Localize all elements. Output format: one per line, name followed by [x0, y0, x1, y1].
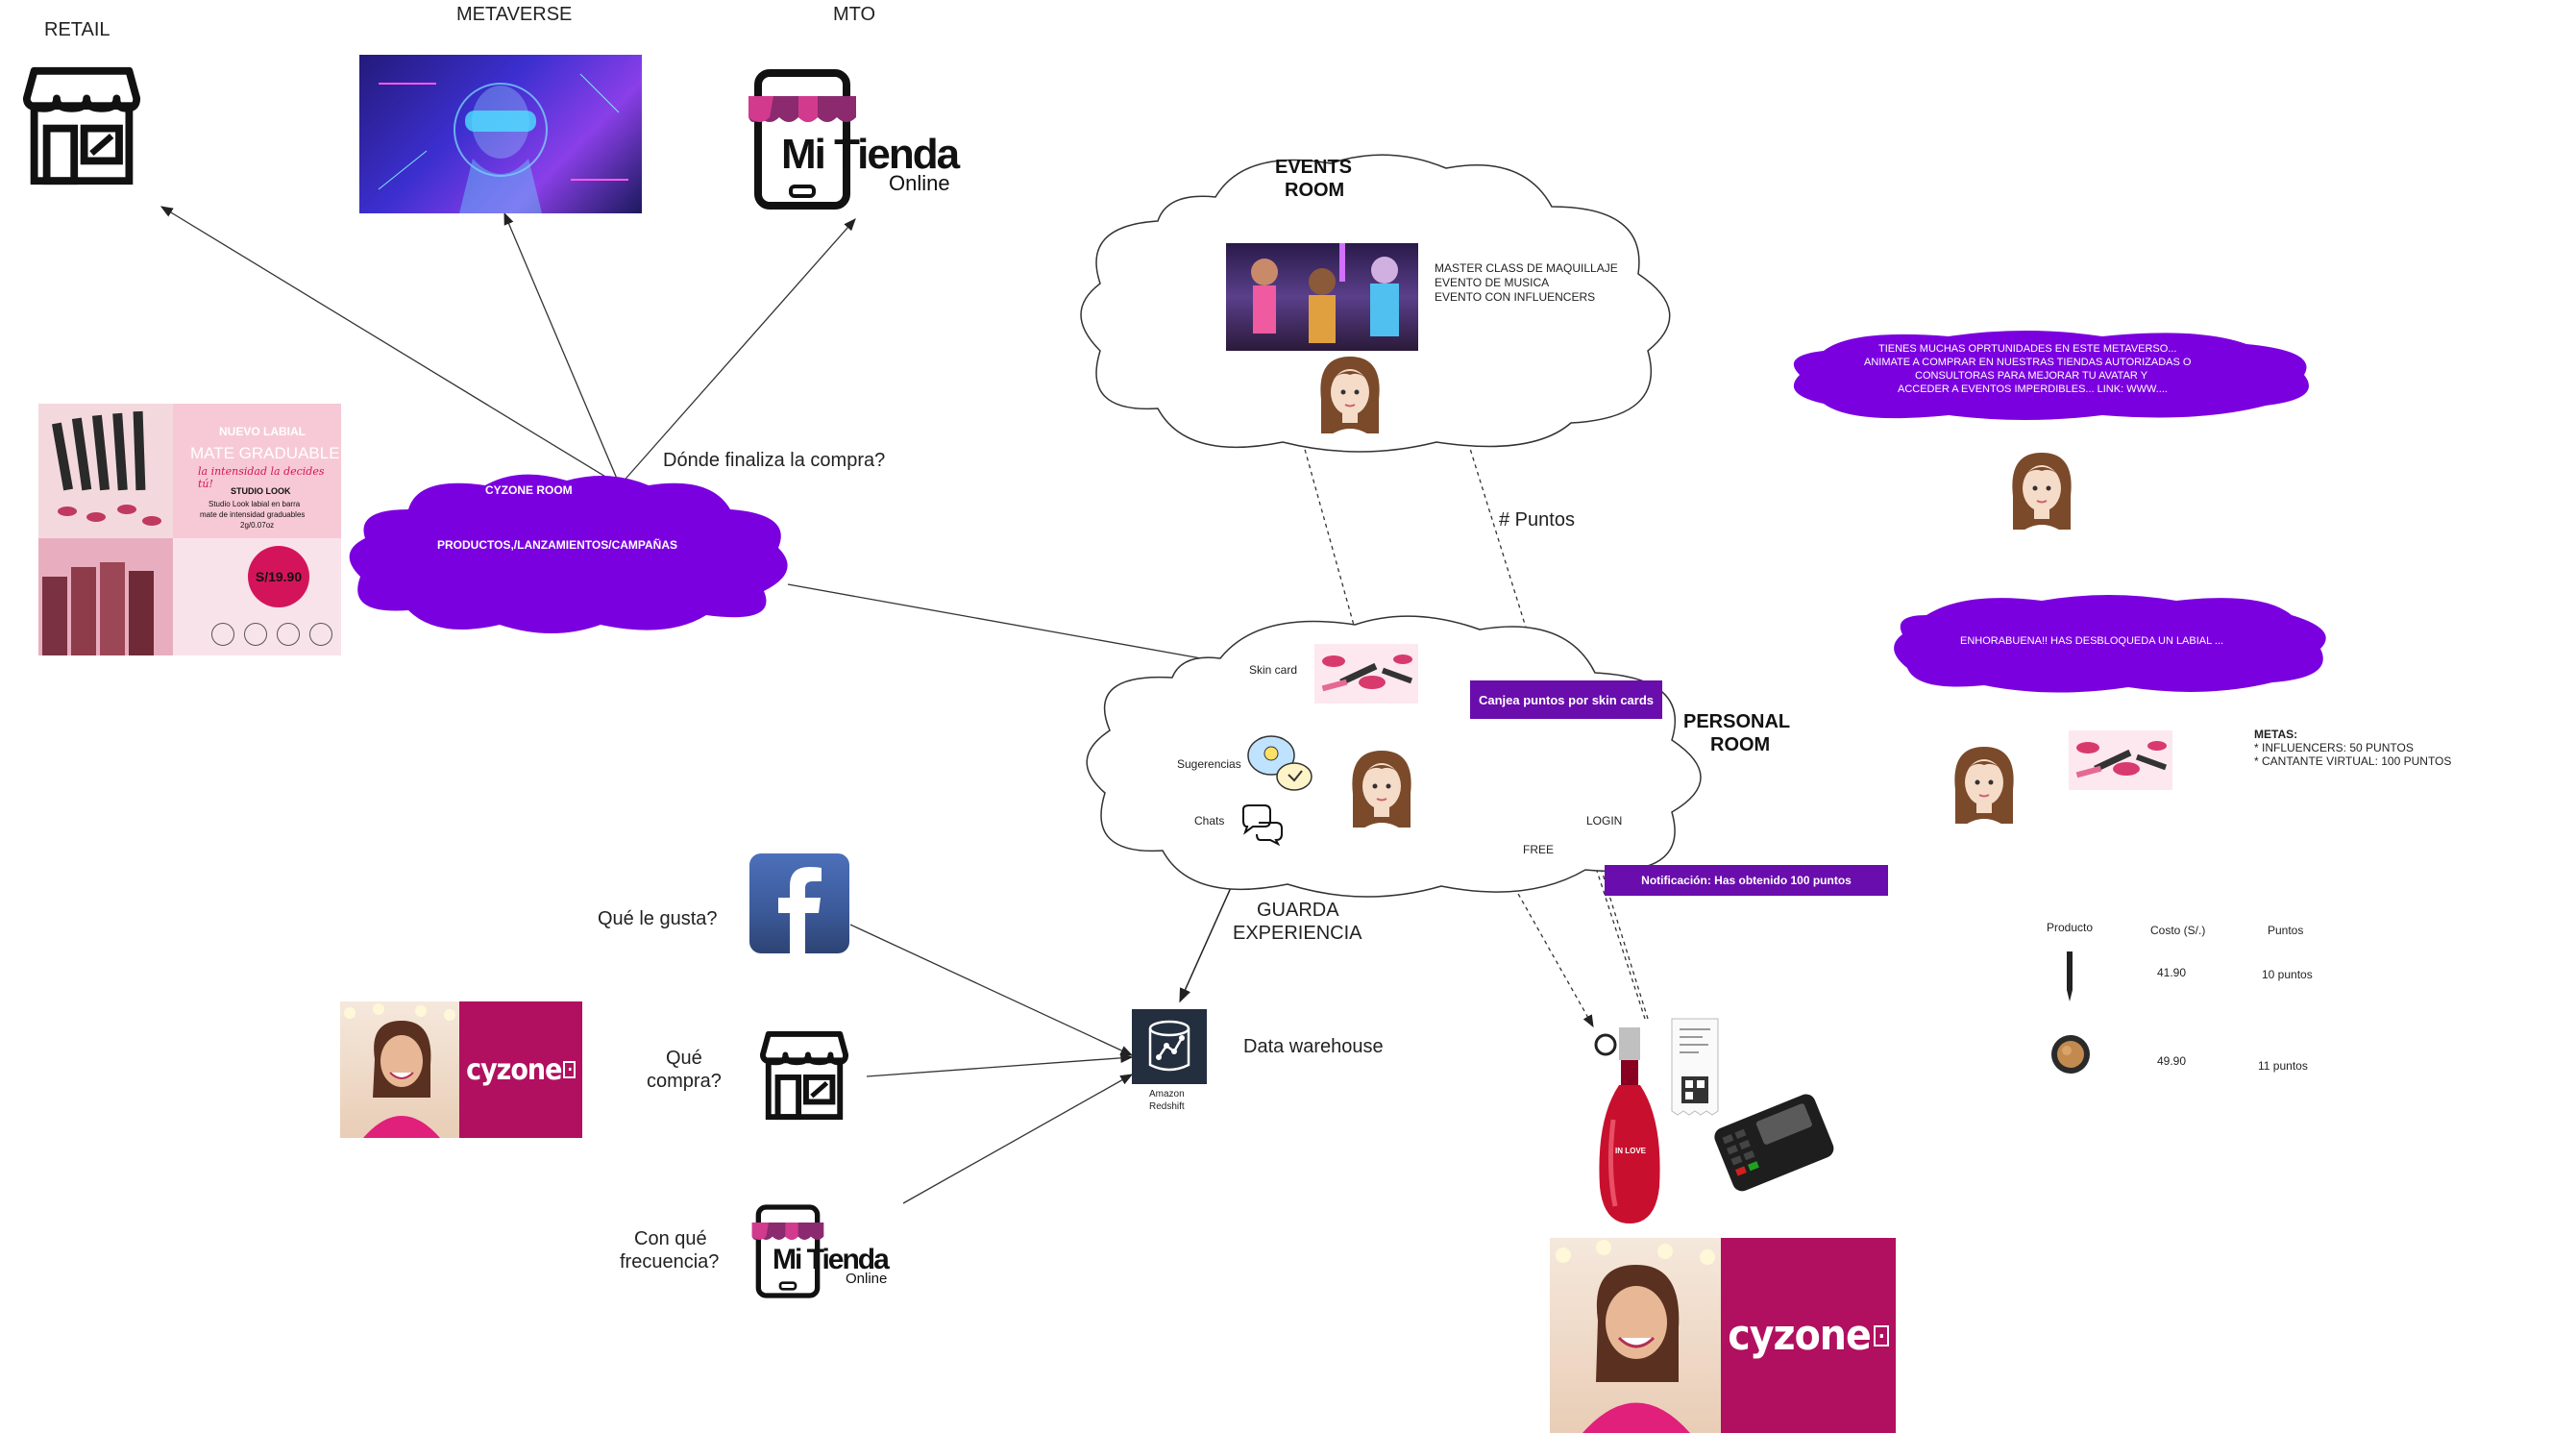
perfume-bottle: IN LOVE — [1590, 1024, 1669, 1225]
mitienda-title: Mi Tienda — [781, 131, 960, 178]
donde-finaliza-label: Dónde finaliza la compra? — [663, 450, 886, 471]
mitienda-bottom-title: Mi Tienda — [773, 1244, 890, 1275]
arrow-to-mto — [619, 218, 856, 486]
warehouse-label: Data warehouse — [1243, 1036, 1384, 1057]
promo-line-1: TIENES MUCHAS OPRTUNIDADES EN ESTE METAV… — [1878, 343, 2177, 355]
avatar-promo — [2012, 453, 2072, 534]
metaverse-label: METAVERSE — [456, 4, 573, 25]
perfume-label: IN LOVE — [1615, 1147, 1647, 1155]
guarda-label-2: EXPERIENCIA — [1233, 923, 1362, 944]
q-frecuencia-label-2: frecuencia? — [620, 1251, 720, 1272]
personal-room-title-1: PERSONAL — [1683, 711, 1791, 732]
metas-title: METAS: — [2254, 728, 2298, 741]
promo-line-4: ACCEDER A EVENTOS IMPERDIBLES... LINK: W… — [1898, 383, 2168, 395]
chats-icon[interactable] — [1239, 803, 1286, 847]
event-item-3: EVENTO CON INFLUENCERS — [1435, 290, 1596, 304]
price-text: S/19.90 — [255, 569, 303, 584]
price-badge: S/19.90 — [248, 546, 309, 607]
guarda-label-1: GUARDA — [1257, 900, 1339, 921]
cyzone-logo-small: cyzone· — [459, 1001, 582, 1138]
unlocked-lipstick-image — [2069, 730, 2172, 790]
event-item-1: MASTER CLASS DE MAQUILLAJE — [1435, 261, 1618, 275]
cyzone-room-title: CYZONE ROOM — [485, 483, 573, 497]
mitienda-bottom-subtitle: Online — [846, 1271, 888, 1287]
event-item-2: EVENTO DE MUSICA — [1435, 276, 1550, 289]
free-label: FREE — [1523, 843, 1555, 856]
metas-line-2: * CANTANTE VIRTUAL: 100 PUNTOS — [2254, 754, 2452, 768]
events-image — [1226, 243, 1418, 351]
retail-label: RETAIL — [44, 19, 110, 40]
eyeliner-icon — [2067, 951, 2073, 1001]
table-header-costo: Costo (S/.) — [2150, 924, 2206, 937]
canjea-button[interactable]: Canjea puntos por skin cards — [1470, 680, 1662, 719]
ad-product: STUDIO LOOK — [231, 486, 291, 496]
q-gusta-label: Qué le gusta? — [598, 908, 718, 929]
mitienda-logo-top: Mi Tienda Online — [745, 67, 975, 216]
metaverse-image — [359, 55, 642, 213]
puntos-label: # Puntos — [1499, 509, 1575, 531]
facebook-icon[interactable] — [749, 853, 849, 953]
skin-card-image[interactable] — [1314, 644, 1418, 704]
sugerencias-icon[interactable] — [1244, 732, 1315, 798]
store-icon-small — [759, 1030, 849, 1121]
ad-badge: NUEVO LABIAL — [219, 425, 306, 438]
arrow-to-retail — [159, 206, 621, 486]
table-row-1-puntos: 10 puntos — [2262, 968, 2313, 981]
q-frecuencia-label-1: Con qué — [634, 1228, 707, 1249]
mitienda-logo-bottom: Mi Tienda Online — [749, 1203, 903, 1299]
ad-tagline: la intensidad la decides tú! — [198, 465, 325, 490]
avatar-personal — [1352, 751, 1411, 832]
promo-cloud — [1793, 331, 2309, 420]
cyzone-room-subtitle: PRODUCTOS,/LANZAMIENTOS/CAMPAÑAS — [437, 538, 678, 552]
compact-powder-icon — [2051, 1035, 2090, 1074]
promo-line-3: CONSULTORAS PARA MEJORAR TU AVATAR Y — [1915, 370, 2148, 382]
pos-terminal-icon — [1714, 1094, 1834, 1192]
receipt-icon — [1671, 1018, 1719, 1116]
ad-desc-3: 2g/0.07oz — [240, 521, 275, 530]
avatar-events — [1320, 357, 1380, 438]
table-header-producto: Producto — [2047, 921, 2094, 934]
q-compra-label-2: compra? — [647, 1071, 722, 1092]
ad-desc-2: mate de intensidad graduables — [200, 510, 306, 519]
chats-label[interactable]: Chats — [1194, 814, 1225, 828]
skin-card-label[interactable]: Skin card — [1249, 663, 1298, 677]
cyzone-logo-large: cyzone· — [1721, 1238, 1896, 1433]
personal-room-title-2: ROOM — [1710, 734, 1771, 755]
promo-line-2: ANIMATE A COMPRAR EN NUESTRAS TIENDAS AU… — [1864, 357, 2192, 368]
fb-to-warehouse — [849, 924, 1134, 1056]
table-row-2-costo: 49.90 — [2157, 1054, 2187, 1068]
avatar-metas — [1954, 747, 2014, 828]
cyzone-to-personal-line — [787, 583, 1202, 659]
login-label: LOGIN — [1586, 814, 1623, 828]
notificacion-box: Notificación: Has obtenido 100 puntos — [1605, 865, 1888, 896]
ad-headline: MATE GRADUABLE — [190, 444, 340, 462]
ad-feature-icons — [211, 623, 336, 648]
dotted-events-to-skincard — [1275, 345, 1362, 648]
table-row-1-costo: 41.90 — [2157, 966, 2187, 979]
store-to-warehouse — [866, 1052, 1134, 1077]
table-header-puntos: Puntos — [2268, 924, 2304, 937]
redshift-label: Redshift — [1149, 1101, 1185, 1112]
unlock-text: ENHORABUENA!! HAS DESBLOQUEDA UN LABIAL … — [1960, 635, 2224, 647]
redshift-icon[interactable] — [1132, 1009, 1207, 1084]
mto-label: MTO — [833, 4, 876, 25]
cyzone-photo-large: cyzone· — [1550, 1238, 1896, 1433]
lipstick-ad: NUEVO LABIAL MATE GRADUABLE la intensida… — [38, 404, 341, 655]
sugerencias-label[interactable]: Sugerencias — [1177, 757, 1241, 771]
arrow-to-metaverse — [503, 211, 621, 486]
cyzone-room-cloud — [349, 474, 788, 633]
events-room-title-1: EVENTS — [1275, 157, 1353, 178]
metas-line-1: * INFLUENCERS: 50 PUNTOS — [2254, 741, 2414, 754]
mitienda-subtitle: Online — [889, 171, 950, 195]
unlock-cloud — [1894, 595, 2326, 693]
mitienda-to-warehouse — [902, 1074, 1134, 1204]
amazon-label: Amazon — [1149, 1089, 1185, 1099]
store-icon — [22, 66, 141, 185]
events-room-title-2: ROOM — [1285, 180, 1345, 201]
ad-desc-1: Studio Look labial en barra — [209, 500, 301, 508]
cyzone-photo-small: cyzone· — [340, 1001, 582, 1138]
q-compra-label-1: Qué — [666, 1048, 702, 1069]
table-row-2-puntos: 11 puntos — [2258, 1059, 2308, 1073]
